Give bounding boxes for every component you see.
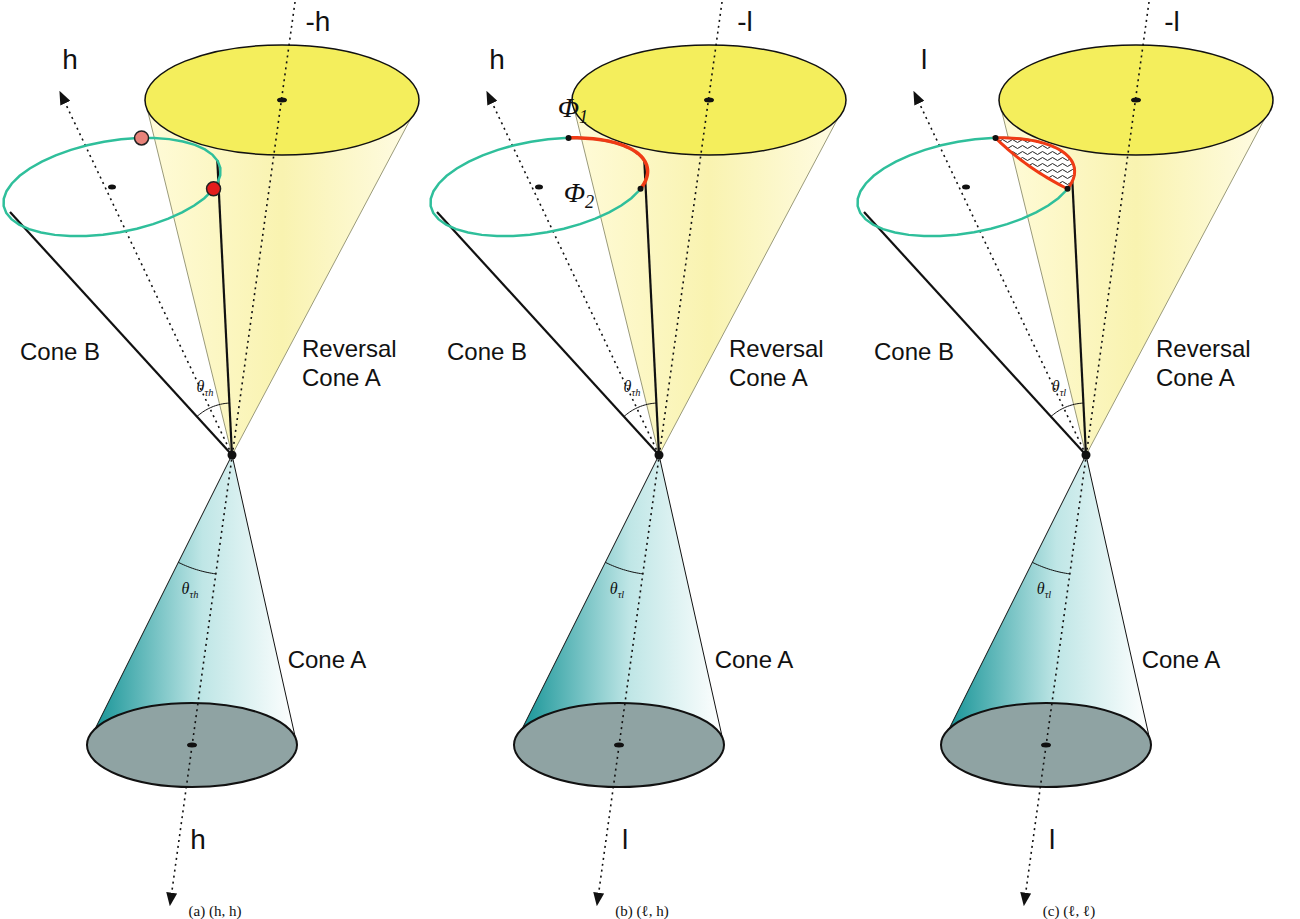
angle-arc bbox=[1032, 562, 1069, 574]
panel bbox=[858, 2, 1273, 905]
axis-line bbox=[1024, 2, 1149, 905]
angle-label: θτh bbox=[624, 378, 641, 397]
cone-a-body bbox=[941, 455, 1151, 745]
intersection-line bbox=[1071, 160, 1086, 455]
axis-label: h bbox=[62, 44, 78, 76]
intersection-line bbox=[217, 160, 232, 455]
state-dot bbox=[135, 131, 149, 145]
cone-a-body bbox=[87, 455, 297, 745]
angle-arc bbox=[178, 562, 215, 574]
axis-label: l bbox=[921, 44, 927, 76]
angle-label: θτl bbox=[1037, 580, 1051, 599]
arc-end bbox=[566, 135, 572, 141]
axis-line bbox=[597, 2, 722, 905]
axis-label: l bbox=[1049, 824, 1055, 856]
axis-label: -h bbox=[306, 6, 331, 38]
apex-dot bbox=[655, 451, 664, 460]
part-name: Reversal Cone A bbox=[1156, 335, 1266, 393]
axis-label: h bbox=[190, 824, 206, 856]
cone-b-edge bbox=[864, 212, 1086, 455]
part-name: Cone B bbox=[874, 338, 954, 366]
angle-label: θτh bbox=[182, 580, 199, 599]
state-dot bbox=[207, 182, 221, 196]
cone-b-edge bbox=[10, 212, 232, 455]
center-dot bbox=[962, 185, 970, 190]
part-name: Reversal Cone A bbox=[729, 335, 839, 393]
apex-dot bbox=[228, 451, 237, 460]
part-name: Cone A bbox=[1142, 646, 1221, 674]
axis-label: h bbox=[489, 44, 505, 76]
arc-end bbox=[993, 135, 999, 141]
part-name: Reversal Cone A bbox=[302, 335, 412, 393]
axis-label: l bbox=[622, 824, 628, 856]
cone-b-rim bbox=[4, 138, 221, 236]
axis-label: -l bbox=[737, 6, 753, 38]
panel bbox=[431, 2, 846, 905]
angle-arc bbox=[605, 562, 642, 574]
reversal-cone-top bbox=[572, 45, 846, 155]
reversal-cone-top bbox=[999, 45, 1273, 155]
phase-region bbox=[996, 138, 1075, 189]
intersection-line bbox=[644, 160, 659, 455]
axis-label: -l bbox=[1164, 6, 1180, 38]
part-name: Cone B bbox=[20, 338, 100, 366]
point-label: Φ1 bbox=[558, 92, 588, 127]
center-dot bbox=[108, 185, 116, 190]
cone-b-edge bbox=[437, 212, 659, 455]
point-label: Φ2 bbox=[564, 177, 594, 212]
panel bbox=[4, 2, 419, 905]
subfigure-caption: (c) (ℓ, ℓ) bbox=[1043, 903, 1095, 919]
subfigure-caption: (b) (ℓ, h) bbox=[615, 903, 668, 919]
angle-label: θτl bbox=[610, 580, 624, 599]
angle-arc bbox=[197, 403, 229, 417]
axis-line bbox=[170, 2, 295, 905]
angle-label: θτh bbox=[197, 378, 214, 397]
cone-a-body bbox=[514, 455, 724, 745]
cone-b-rim bbox=[431, 138, 648, 236]
part-name: Cone A bbox=[715, 646, 794, 674]
center-dot bbox=[535, 185, 543, 190]
cone-b-rim bbox=[858, 138, 1075, 236]
part-name: Cone B bbox=[447, 338, 527, 366]
reversal-cone-top bbox=[145, 45, 419, 155]
subfigure-caption: (a) (h, h) bbox=[189, 903, 242, 919]
angle-arc bbox=[1051, 403, 1083, 417]
arc-end bbox=[1065, 186, 1071, 192]
arc-end bbox=[638, 186, 644, 192]
part-name: Cone A bbox=[288, 646, 367, 674]
angle-label: θτl bbox=[1052, 378, 1066, 397]
apex-dot bbox=[1082, 451, 1091, 460]
angle-arc bbox=[624, 403, 656, 417]
